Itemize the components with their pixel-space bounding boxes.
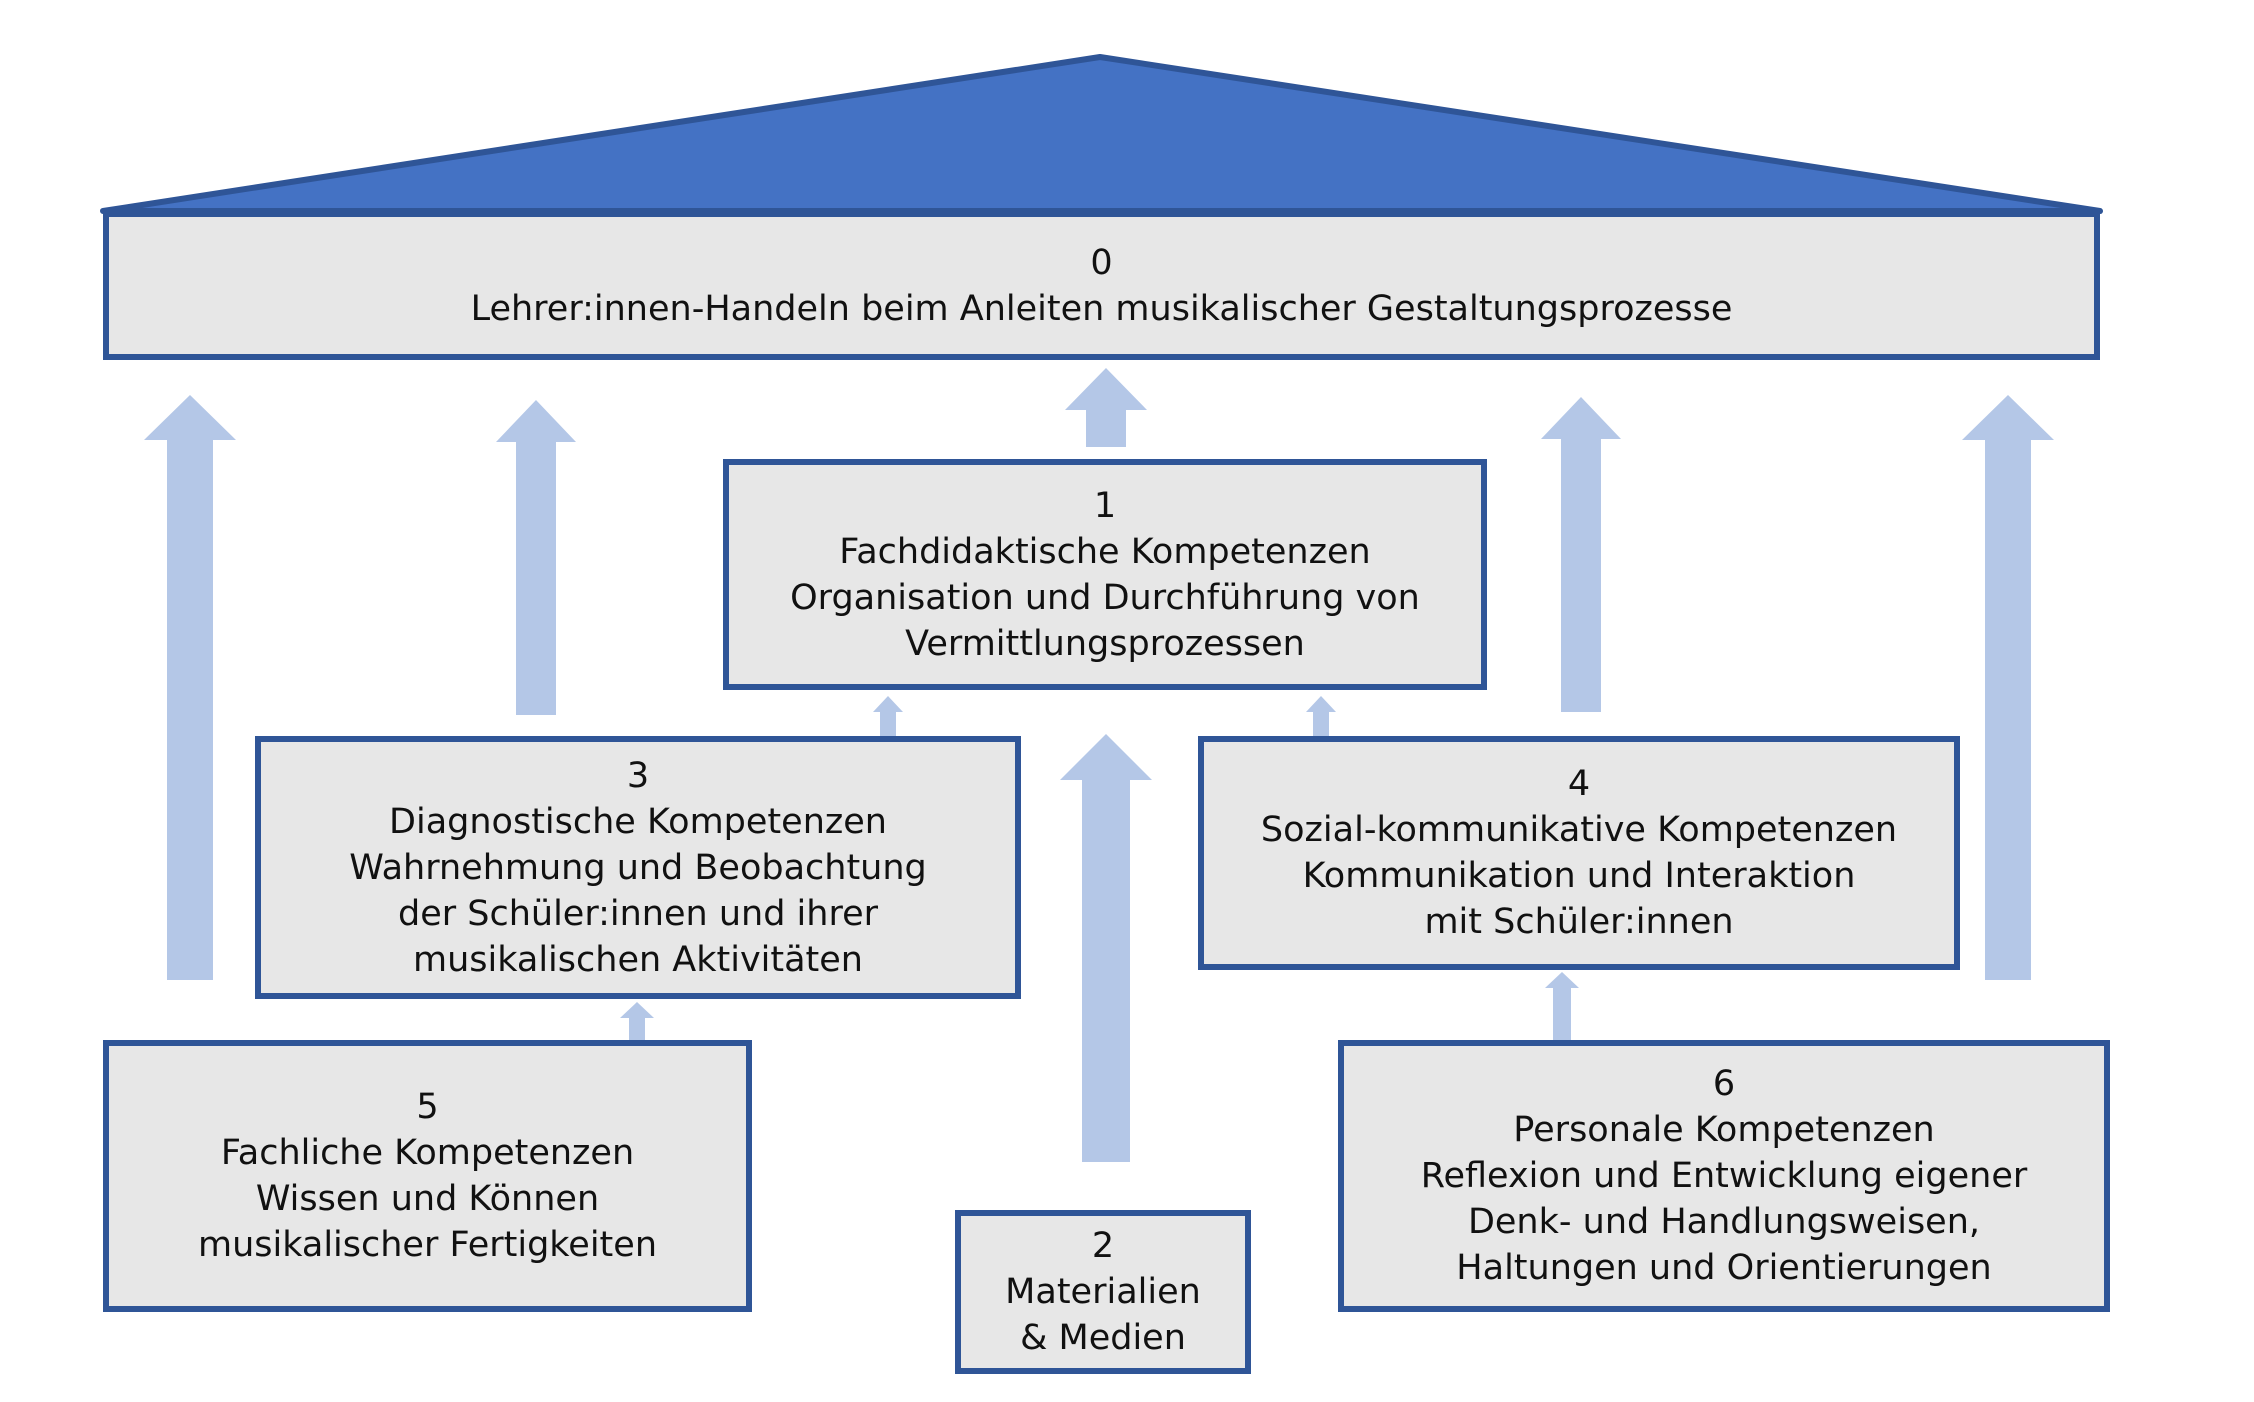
box-4-line: Kommunikation und Interaktion bbox=[1302, 856, 1856, 896]
box-1-number: 1 bbox=[1093, 485, 1117, 526]
box-5-number: 5 bbox=[416, 1087, 439, 1127]
arrow-2-to-1 bbox=[1060, 734, 1152, 1162]
box-4-number: 4 bbox=[1567, 764, 1591, 804]
box-3-number: 3 bbox=[626, 755, 650, 796]
arrow-left-outer bbox=[144, 395, 236, 980]
box-3-diagnostic: 3 Diagnostische Kompetenzen Wahrnehmung … bbox=[255, 736, 1021, 999]
box-4-social-communicative: 4 Sozial-kommunikative Kompetenzen Kommu… bbox=[1198, 736, 1960, 970]
box-4-line: mit Schüler:innen bbox=[1424, 902, 1734, 942]
box-6-line: Reflexion und Entwicklung eigener bbox=[1420, 1156, 2028, 1196]
box-6-line: Personale Kompetenzen bbox=[1513, 1110, 1935, 1150]
box-5-line: musikalischer Fertigkeiten bbox=[197, 1225, 658, 1265]
arrow-1-to-0 bbox=[1065, 368, 1147, 447]
arrow-3-to-1 bbox=[873, 696, 903, 746]
box-2-materials-media: 2 Materialien & Medien bbox=[955, 1210, 1251, 1374]
box-3-line: Wahrnehmung und Beobachtung bbox=[349, 847, 927, 888]
box-5-line: Wissen und Können bbox=[255, 1179, 600, 1219]
arrow-right-outer bbox=[1962, 395, 2054, 980]
box-6-line: Denk- und Handlungsweisen, bbox=[1467, 1202, 1981, 1242]
box-2-line: Materialien bbox=[1005, 1272, 1201, 1312]
box-3-line: Diagnostische Kompetenzen bbox=[389, 801, 887, 842]
box-0-number: 0 bbox=[1090, 242, 1113, 283]
box-5-subject-knowledge: 5 Fachliche Kompetenzen Wissen und Könne… bbox=[103, 1040, 752, 1312]
arrow-6-to-4 bbox=[1545, 972, 1579, 1057]
arrow-4-to-1 bbox=[1306, 696, 1336, 746]
box-6-line: Haltungen und Orientierungen bbox=[1456, 1248, 1992, 1288]
box-3-line: musikalischen Aktivitäten bbox=[413, 939, 863, 980]
box-1-line: Fachdidaktische Kompetenzen bbox=[839, 531, 1371, 572]
roof bbox=[100, 54, 2103, 214]
box-6-number: 6 bbox=[1712, 1064, 1736, 1104]
box-1-subject-didactic: 1 Fachdidaktische Kompetenzen Organisati… bbox=[723, 459, 1487, 690]
arrow-4-to-0 bbox=[1541, 397, 1621, 712]
box-2-line: & Medien bbox=[1020, 1318, 1186, 1358]
box-0-title: Lehrer:innen-Handeln beim Anleiten musik… bbox=[470, 288, 1733, 329]
box-1-line: Organisation und Durchführung von bbox=[790, 577, 1420, 618]
box-0-teacher-action: 0 Lehrer:innen-Handeln beim Anleiten mus… bbox=[103, 211, 2100, 360]
box-6-personal: 6 Personale Kompetenzen Reflexion und En… bbox=[1338, 1040, 2110, 1312]
box-4-line: Sozial-kommunikative Kompetenzen bbox=[1260, 810, 1898, 850]
box-1-line: Vermittlungsprozessen bbox=[905, 623, 1305, 664]
arrow-3-to-0 bbox=[496, 400, 576, 715]
box-5-line: Fachliche Kompetenzen bbox=[220, 1133, 635, 1173]
box-3-line: der Schüler:innen und ihrer bbox=[397, 893, 878, 934]
arrow-5-to-3 bbox=[620, 1002, 654, 1057]
box-2-number: 2 bbox=[1091, 1226, 1115, 1266]
